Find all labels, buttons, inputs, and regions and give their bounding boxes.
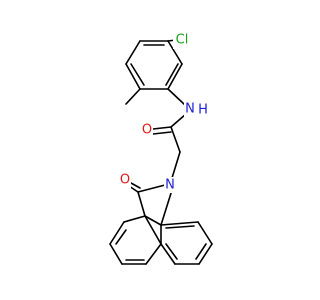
bond-ring-a-6	[125, 40, 141, 65]
bond-ring-a-5-inner	[130, 63, 145, 86]
atom-label-layer: Cl N H O O N	[119, 31, 208, 193]
amide-hydrogen-label: H	[198, 103, 208, 118]
bond-co-c9a	[137, 191, 146, 217]
bond-c4a-c5	[160, 243, 176, 265]
bond-co-o-second	[130, 182, 141, 189]
molecule-structure-diagram: Cl N H O O N	[109, 31, 213, 265]
bond-ring-a-3	[167, 63, 183, 90]
bond-ch2-n	[171, 151, 181, 179]
amide-n-label-background	[184, 101, 196, 117]
bond-c-o-amide	[152, 126, 172, 130]
bond-c6-c7	[198, 243, 213, 265]
bond-c8-c9b	[160, 221, 199, 226]
bond-ring-a-5	[125, 63, 141, 90]
bond-n-co	[137, 184, 166, 193]
bond-c8-c9b-inner	[165, 225, 195, 229]
lactam-oxygen-label: O	[120, 173, 130, 188]
bond-c1-c2	[109, 221, 125, 245]
amide-oxygen-label: O	[142, 123, 152, 138]
lactam-n-label-background	[164, 177, 176, 193]
bond-c4-c4a	[145, 243, 162, 265]
bond-layer	[109, 39, 213, 265]
structure-canvas: Cl N H O O N	[109, 31, 213, 265]
bond-c-o-amide-second	[152, 131, 172, 135]
bond-ring-a-2	[167, 40, 183, 65]
bond-n-carbonyl	[170, 113, 187, 128]
bond-c6-c7-inner	[195, 243, 207, 260]
bond-c9b-n	[160, 189, 173, 226]
bond-c7-c8	[197, 221, 213, 245]
bond-c1-c2-inner	[115, 229, 127, 245]
amide-nitrogen-label: N	[185, 102, 195, 117]
bond-c2-c3	[109, 243, 123, 265]
chlorine-atom-label: Cl	[176, 33, 189, 48]
bond-carbonyl-ch2	[170, 126, 181, 153]
cl-label-background	[173, 31, 191, 49]
lactam-o-label-background	[119, 172, 131, 188]
bond-c9a-c9b	[144, 215, 162, 226]
bond-c4a-c5-inner	[165, 243, 178, 260]
bond-c9a-c1	[123, 215, 146, 223]
amide-o-label-background	[141, 122, 153, 138]
bond-c4a-c9a	[144, 215, 162, 245]
lactam-nitrogen-label: N	[165, 178, 175, 193]
bond-aryl-n	[167, 88, 186, 106]
bond-methyl	[125, 88, 141, 105]
bond-ring-a-3-inner	[165, 63, 179, 86]
